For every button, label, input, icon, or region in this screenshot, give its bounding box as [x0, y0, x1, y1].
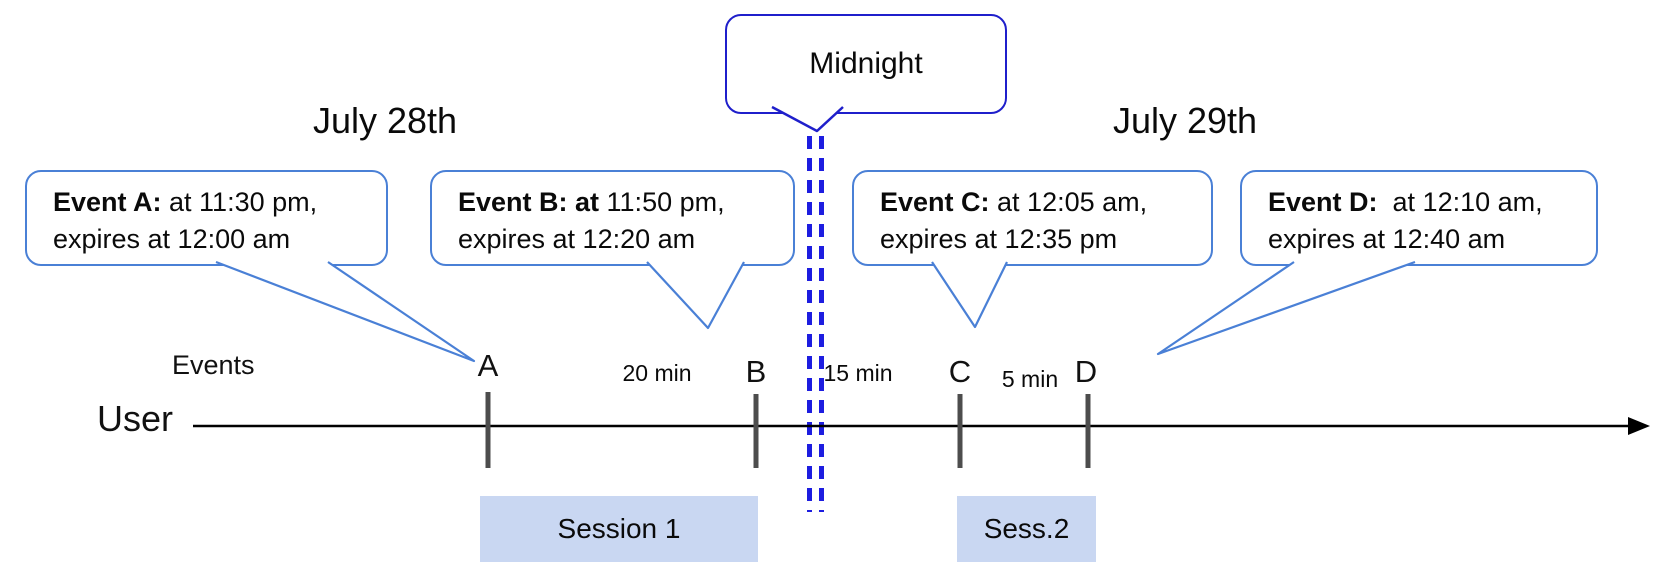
event-d-line2: expires at 12:40 am [1268, 224, 1506, 254]
midnight-label: Midnight [809, 47, 923, 80]
session-2-label: Sess.2 [983, 513, 1070, 544]
event-d-callout-tail [1156, 260, 1416, 356]
event-a-line1: Event A: at 11:30 pm, [53, 187, 318, 217]
event-b-callout-tail [646, 261, 745, 330]
interval-label-15-min: 15 min [823, 360, 893, 386]
user-row-label: User [97, 398, 174, 439]
midnight-callout: Midnight [725, 14, 1007, 114]
session-1-box: Session 1 [480, 496, 758, 562]
tick-label-c: C [948, 354, 972, 389]
tick-label-b: B [745, 354, 767, 389]
event-a-callout: Event A: at 11:30 pm, expires at 12:00 a… [25, 170, 388, 266]
date-heading-july-29: July 29th [1112, 100, 1258, 141]
tick-label-d: D [1074, 354, 1098, 389]
event-c-line1: Event C: at 12:05 am, [880, 187, 1148, 217]
tick-label-a: A [477, 348, 499, 383]
event-c-callout: Event C: at 12:05 am, expires at 12:35 p… [852, 170, 1213, 266]
event-c-callout-tail [931, 261, 1008, 329]
event-b-line1: Event B: at 11:50 pm, [458, 187, 725, 217]
event-c-line2: expires at 12:35 pm [880, 224, 1118, 254]
event-b-line2: expires at 12:20 am [458, 224, 696, 254]
session-1-label: Session 1 [557, 513, 681, 544]
interval-label-5-min: 5 min [1001, 366, 1059, 392]
event-d-callout: Event D: at 12:10 am, expires at 12:40 a… [1240, 170, 1598, 266]
timeline-arrowhead [1628, 417, 1650, 435]
events-row-label: Events [172, 350, 255, 380]
event-a-line2: expires at 12:00 am [53, 224, 291, 254]
event-d-line1: Event D: at 12:10 am, [1268, 187, 1543, 217]
session-2-box: Sess.2 [957, 496, 1096, 562]
event-a-callout-tail [215, 260, 476, 363]
date-heading-july-28: July 28th [312, 100, 458, 141]
interval-label-20-min: 20 min [622, 360, 692, 386]
event-b-callout: Event B: at 11:50 pm, expires at 12:20 a… [430, 170, 795, 266]
